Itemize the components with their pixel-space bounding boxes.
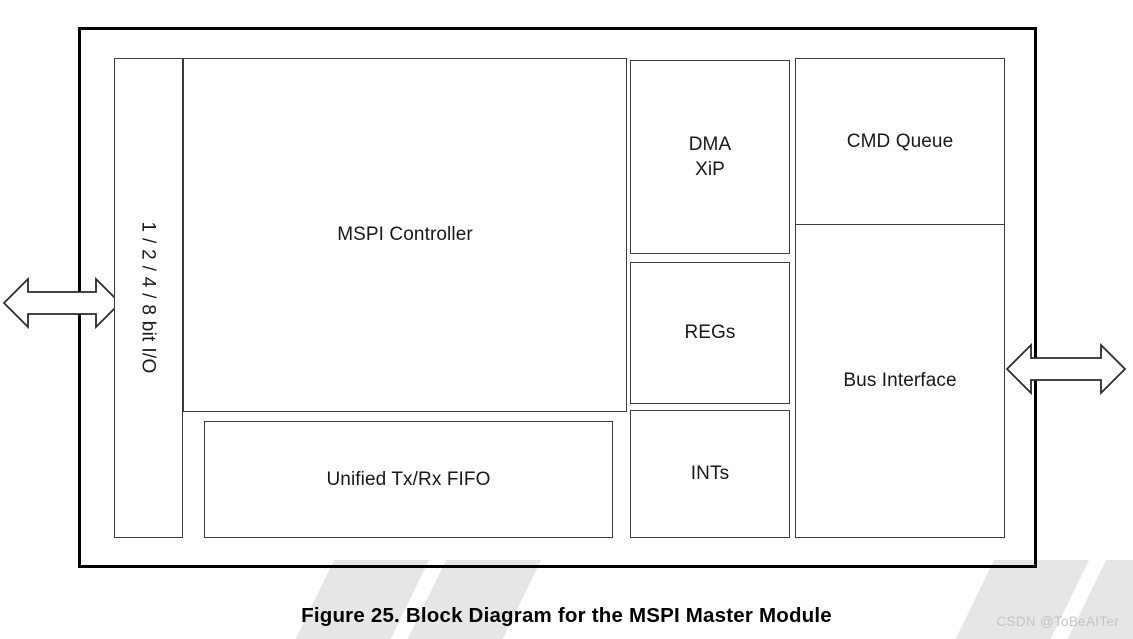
system-bus-arrow-icon [1005,338,1127,405]
block-cmd-queue-label: CMD Queue [846,130,954,152]
block-dma-xip-label-group: DMA XiP [689,132,732,182]
block-unified-fifo: Unified Tx/Rx FIFO [204,421,613,538]
block-mspi-controller-label: MSPI Controller [337,224,473,246]
block-unified-fifo-label: Unified Tx/Rx FIFO [326,468,491,490]
external-io-arrow-icon [2,272,122,339]
block-io-column: 1 / 2 / 4 / 8 bit I/O [114,58,183,538]
watermark-credit: CSDN @ToBeAITer [996,614,1119,629]
figure-caption: Figure 25. Block Diagram for the MSPI Ma… [301,604,832,627]
block-regs: REGs [630,262,790,404]
block-cmd-queue: CMD Queue [795,58,1005,225]
block-mspi-controller: MSPI Controller [183,58,627,412]
block-bus-interface: Bus Interface [795,224,1005,538]
block-bus-interface-label: Bus Interface [843,370,957,392]
block-regs-label: REGs [684,322,736,344]
block-ints-label: INTs [690,463,730,485]
block-dma-label: DMA [688,133,732,155]
block-xip-label: XiP [695,159,725,180]
block-ints: INTs [630,410,790,538]
block-dma-xip: DMA XiP [630,60,790,254]
block-io-column-label: 1 / 2 / 4 / 8 bit I/O [138,221,160,375]
